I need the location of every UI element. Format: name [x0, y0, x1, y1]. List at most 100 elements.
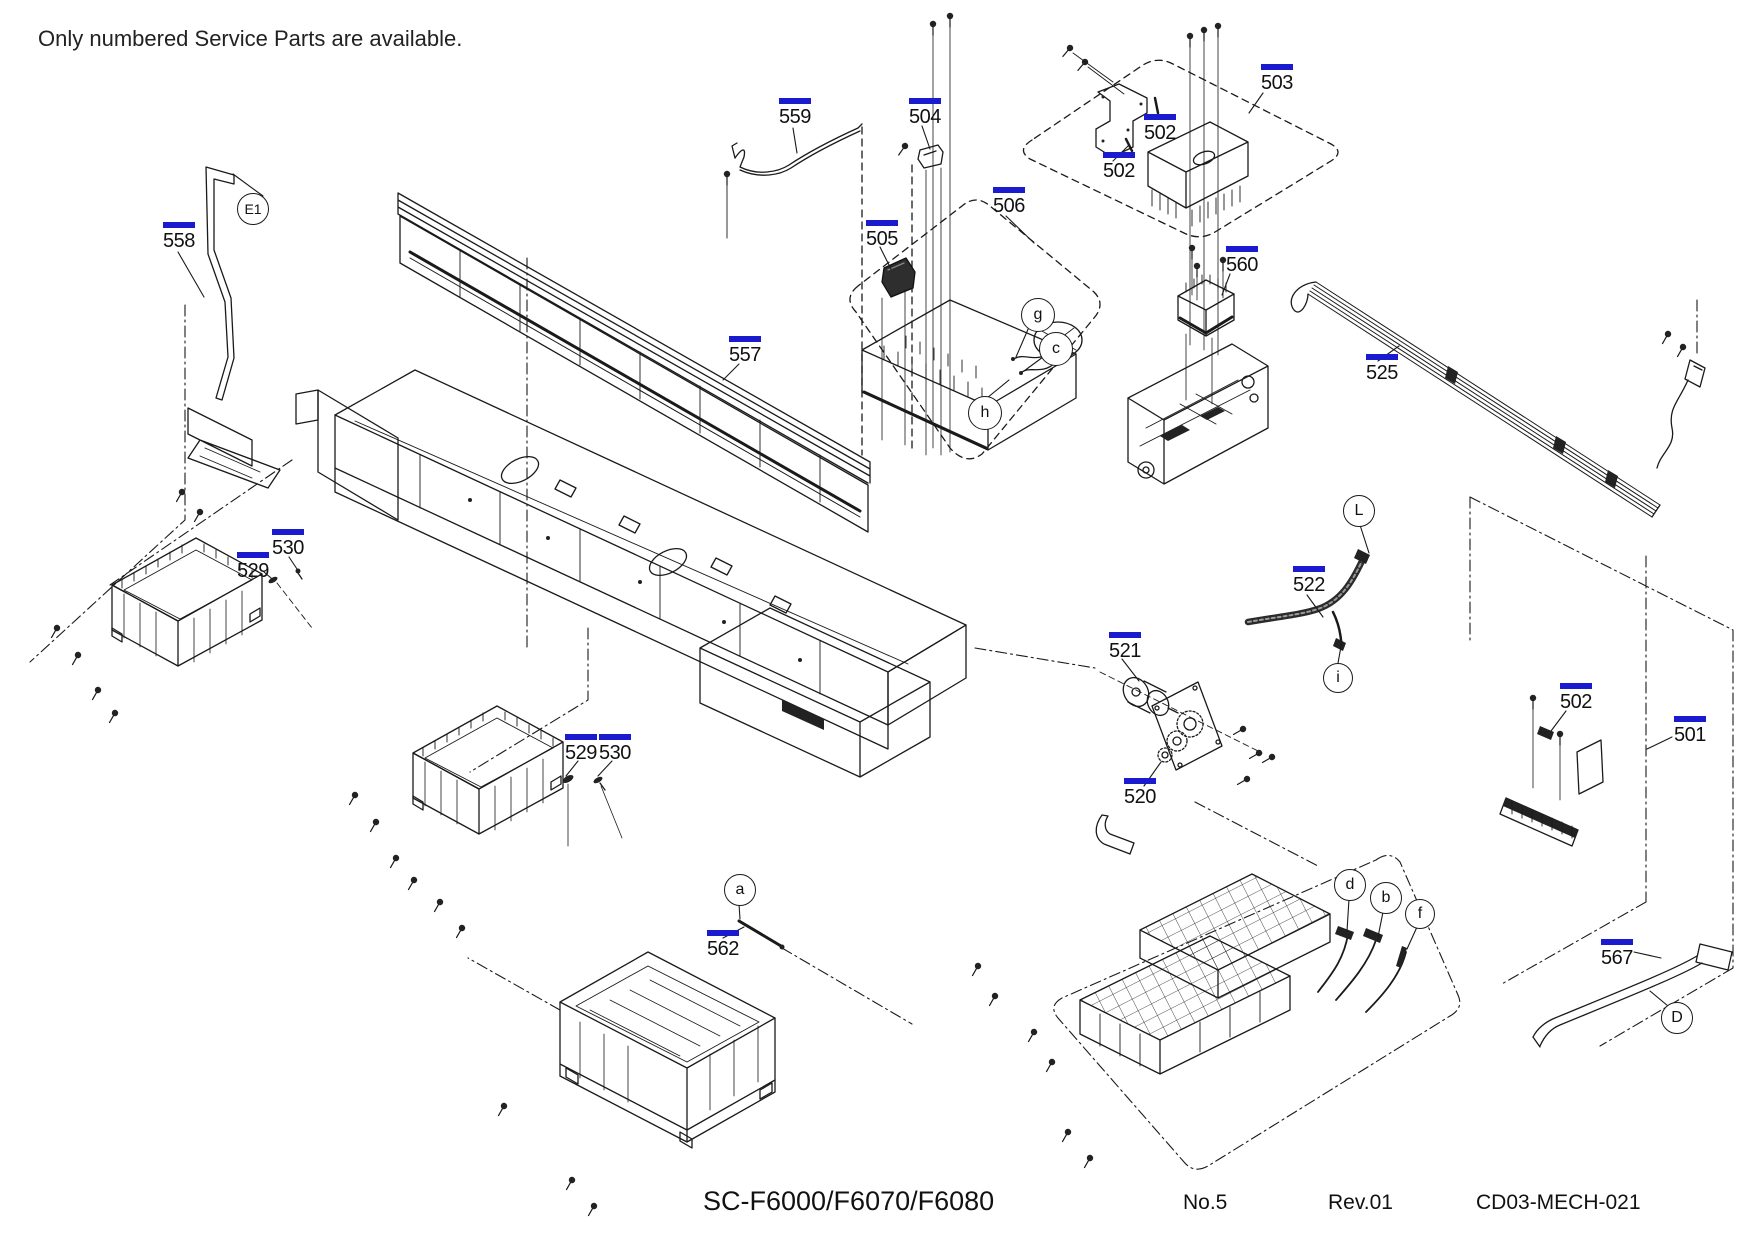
group-boundary-lower-right	[1053, 854, 1461, 1170]
part-503-fan-assembly-drawing	[1059, 22, 1249, 356]
part-502-bracket-drawing	[1499, 694, 1604, 847]
leader-lines	[177, 92, 1673, 1007]
label-bar	[1560, 683, 1592, 689]
part-label-559: 559	[779, 98, 811, 127]
leader-line	[1015, 326, 1030, 358]
part-label-520: 520	[1124, 778, 1156, 807]
part-number: 567	[1601, 947, 1633, 969]
leader-line	[1406, 926, 1418, 950]
part-number: 501	[1674, 724, 1706, 746]
part-label-558: 558	[163, 222, 195, 251]
callout-D: D	[1661, 1002, 1693, 1034]
part-558-drawing	[173, 166, 281, 524]
label-bar	[909, 98, 941, 104]
leader-line	[921, 125, 931, 150]
part-number: 530	[599, 742, 631, 764]
part-number: 506	[993, 195, 1025, 217]
leader-line	[1550, 710, 1567, 732]
part-520-521-motor-drawing	[1099, 671, 1278, 788]
label-bar	[1601, 939, 1633, 945]
callout-a: a	[724, 874, 756, 906]
part-label-521: 521	[1109, 632, 1141, 661]
callout-h: h	[968, 396, 1002, 430]
part-label-562: 562	[707, 930, 739, 959]
part-number: 562	[707, 938, 739, 960]
part-number: 557	[729, 344, 761, 366]
label-bar	[1261, 64, 1293, 70]
page-note: Only numbered Service Parts are availabl…	[38, 26, 463, 51]
callout-c: c	[1039, 332, 1073, 366]
part-number: 504	[909, 106, 941, 128]
part-label-502: 502	[1144, 114, 1176, 143]
leader-line	[1377, 911, 1384, 938]
part-label-557: 557	[729, 336, 761, 365]
leader-line	[232, 173, 264, 197]
label-bar	[237, 552, 269, 558]
label-bar	[1124, 778, 1156, 784]
leader-line	[1646, 736, 1673, 750]
part-label-529: 529	[237, 552, 269, 581]
part-559-drawing	[723, 123, 863, 239]
leader-line	[1023, 356, 1044, 372]
callout-d: d	[1334, 869, 1366, 901]
label-bar	[1293, 566, 1325, 572]
part-label-501: 501	[1674, 716, 1706, 745]
part-label-503: 503	[1261, 64, 1293, 93]
group-boundary-506	[849, 126, 1101, 460]
part-number: 530	[272, 537, 304, 559]
part-number: 558	[163, 230, 195, 252]
part-number: 502	[1144, 122, 1176, 144]
callout-i: i	[1323, 663, 1353, 693]
part-label-504: 504	[909, 98, 941, 127]
label-bar	[1109, 632, 1141, 638]
label-bar	[779, 98, 811, 104]
leader-line	[597, 760, 613, 777]
chassis-drawing	[295, 192, 967, 778]
part-number: 529	[237, 560, 269, 582]
leader-line	[1248, 92, 1264, 114]
part-504-drawing	[895, 140, 944, 456]
part-number: 502	[1560, 691, 1592, 713]
part-number: 503	[1261, 72, 1293, 94]
callout-E1: E1	[237, 193, 269, 225]
callout-b: b	[1370, 882, 1402, 914]
leader-line	[792, 127, 798, 154]
label-bar	[1226, 246, 1258, 252]
part-number: 560	[1226, 254, 1258, 276]
leader-line	[722, 363, 740, 381]
cartridge-box-lower-drawing	[346, 705, 564, 940]
part-567-strip-drawing	[1532, 943, 1733, 1048]
maintenance-box-drawing	[495, 919, 785, 1218]
part-560-head-drawing	[1127, 244, 1269, 485]
leader-line	[1346, 898, 1350, 932]
leader-line	[177, 251, 205, 298]
group-boundary-left	[29, 304, 913, 1025]
fasteners-529-530-drawing	[268, 568, 623, 847]
part-number: 529	[565, 742, 597, 764]
part-number: 505	[866, 228, 898, 250]
part-number: 502	[1103, 160, 1135, 182]
leader-line	[1359, 524, 1370, 554]
cartridge-box-upper-drawing	[48, 537, 263, 725]
label-bar	[272, 529, 304, 535]
callout-L: L	[1343, 495, 1375, 527]
label-bar	[1366, 354, 1398, 360]
ink-unit-drawing	[969, 814, 1407, 1170]
part-label-567: 567	[1601, 939, 1633, 968]
leader-line	[1649, 990, 1669, 1007]
part-label-506: 506	[993, 187, 1025, 216]
part-522-cable-drawing	[1244, 549, 1370, 651]
part-label-502: 502	[1103, 152, 1135, 181]
leader-line	[879, 246, 892, 270]
callout-f: f	[1405, 899, 1435, 929]
part-number: 522	[1293, 574, 1325, 596]
part-number: 520	[1124, 786, 1156, 808]
label-bar	[1103, 152, 1135, 158]
part-label-505: 505	[866, 220, 898, 249]
part-label-529: 529	[565, 734, 597, 763]
part-label-530: 530	[272, 529, 304, 558]
leader-line	[1121, 658, 1140, 682]
part-label-502: 502	[1560, 683, 1592, 712]
part-label-530: 530	[599, 734, 631, 763]
